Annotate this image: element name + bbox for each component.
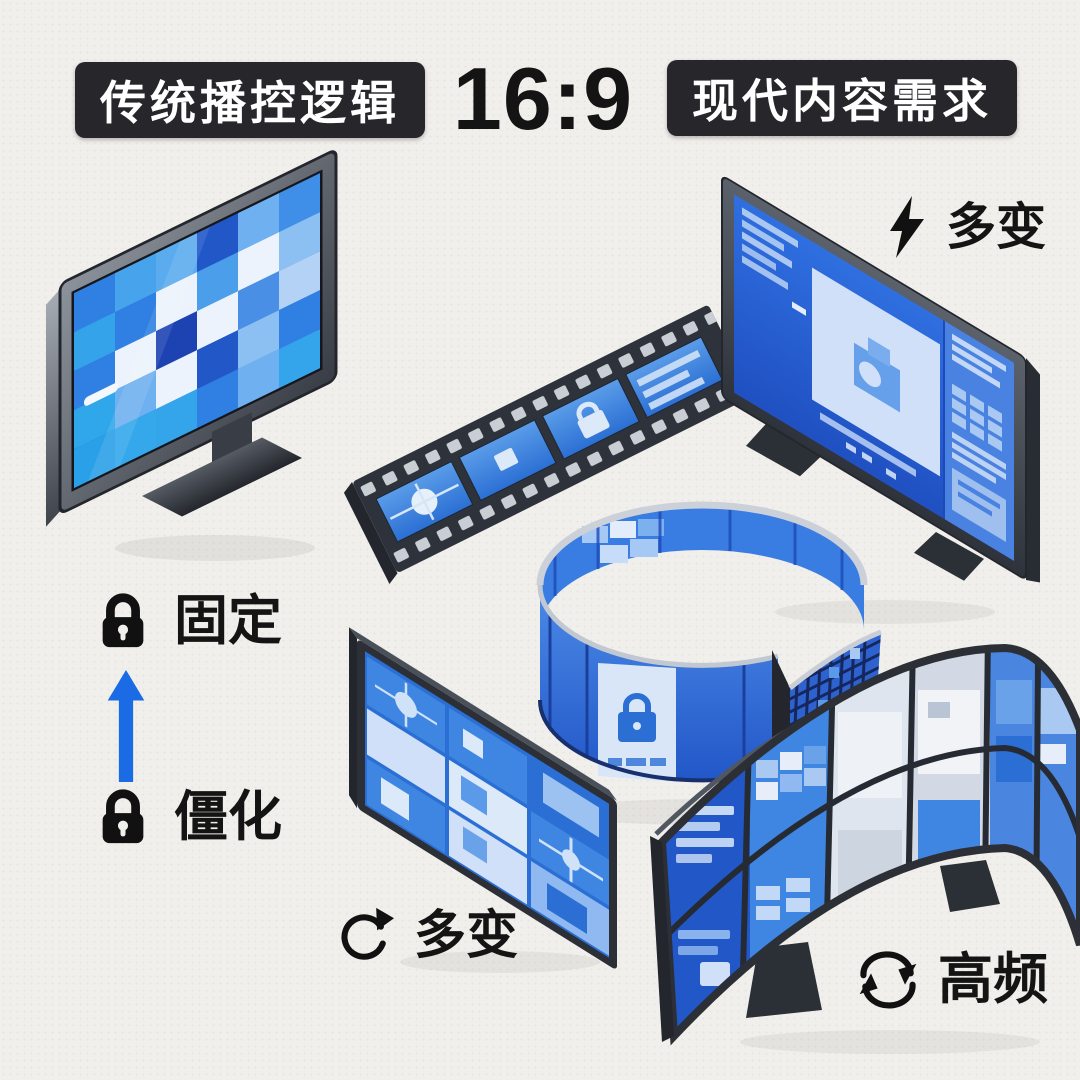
ring-back-separators [553,506,844,596]
curved-panel-top-face [349,627,617,801]
high-frequency-label-group: 高频 [854,948,1048,1010]
ring-back-tiles [582,519,664,563]
film-strip-illustration [343,304,754,585]
variable-bottom-label: 多变 [414,907,519,965]
curved-panel-side-face [349,627,357,809]
videowall-frame [657,643,1080,1046]
film-strip-end-cap [343,482,398,585]
curved-panel-cells [367,656,609,956]
monitor-stand-base [142,437,302,517]
ring-top-rim [536,501,868,586]
rigid-label-group: 僵化 [92,786,282,848]
fixed-label-group: 固定 [92,590,282,652]
banner-modern: 现代内容需求 [667,60,1017,136]
videowall-left-cap [650,836,674,1042]
modern-monitor-foot-left [746,423,822,477]
videowall-foot-left [746,942,822,1018]
ring-lock-panel [598,663,676,782]
curved-panel-illustration [349,627,617,969]
rigid-label: 僵化 [174,787,282,847]
variable-top-label: 多变 [946,199,1046,255]
banner-traditional: 传统播控逻辑 [75,62,425,138]
variable-top-label-group: 多变 [882,194,1046,260]
high-frequency-label: 高频 [938,947,1049,1010]
lightning-icon [890,196,924,258]
modern-monitor-ui [742,207,1014,561]
arrow-up-icon [107,670,145,782]
monitor-stand-neck [212,412,252,468]
videowall-foot-right [940,860,1000,912]
monitor-screen-tiles [74,173,320,489]
banner-traditional-text: 传统播控逻辑 [100,77,400,129]
fixed-label: 固定 [174,591,282,651]
monitor-side-face [46,287,62,527]
film-strip-frames [375,336,724,543]
modern-monitor-illustration [721,176,1040,583]
aspect-ratio-label: 16:9 [452,49,634,148]
ring-front-rim [537,584,779,668]
lock-icon [102,593,144,648]
cycle-arrows-icon [859,951,917,1009]
variable-bottom-label-group: 多变 [334,906,518,966]
rotate-arrow-icon [341,907,394,960]
modern-monitor-side-face [1026,358,1040,583]
modern-monitor-foot-right [914,531,984,581]
traditional-monitor-illustration [46,150,338,527]
lock-icon [102,789,144,844]
banner-modern-text: 现代内容需求 [692,75,992,127]
